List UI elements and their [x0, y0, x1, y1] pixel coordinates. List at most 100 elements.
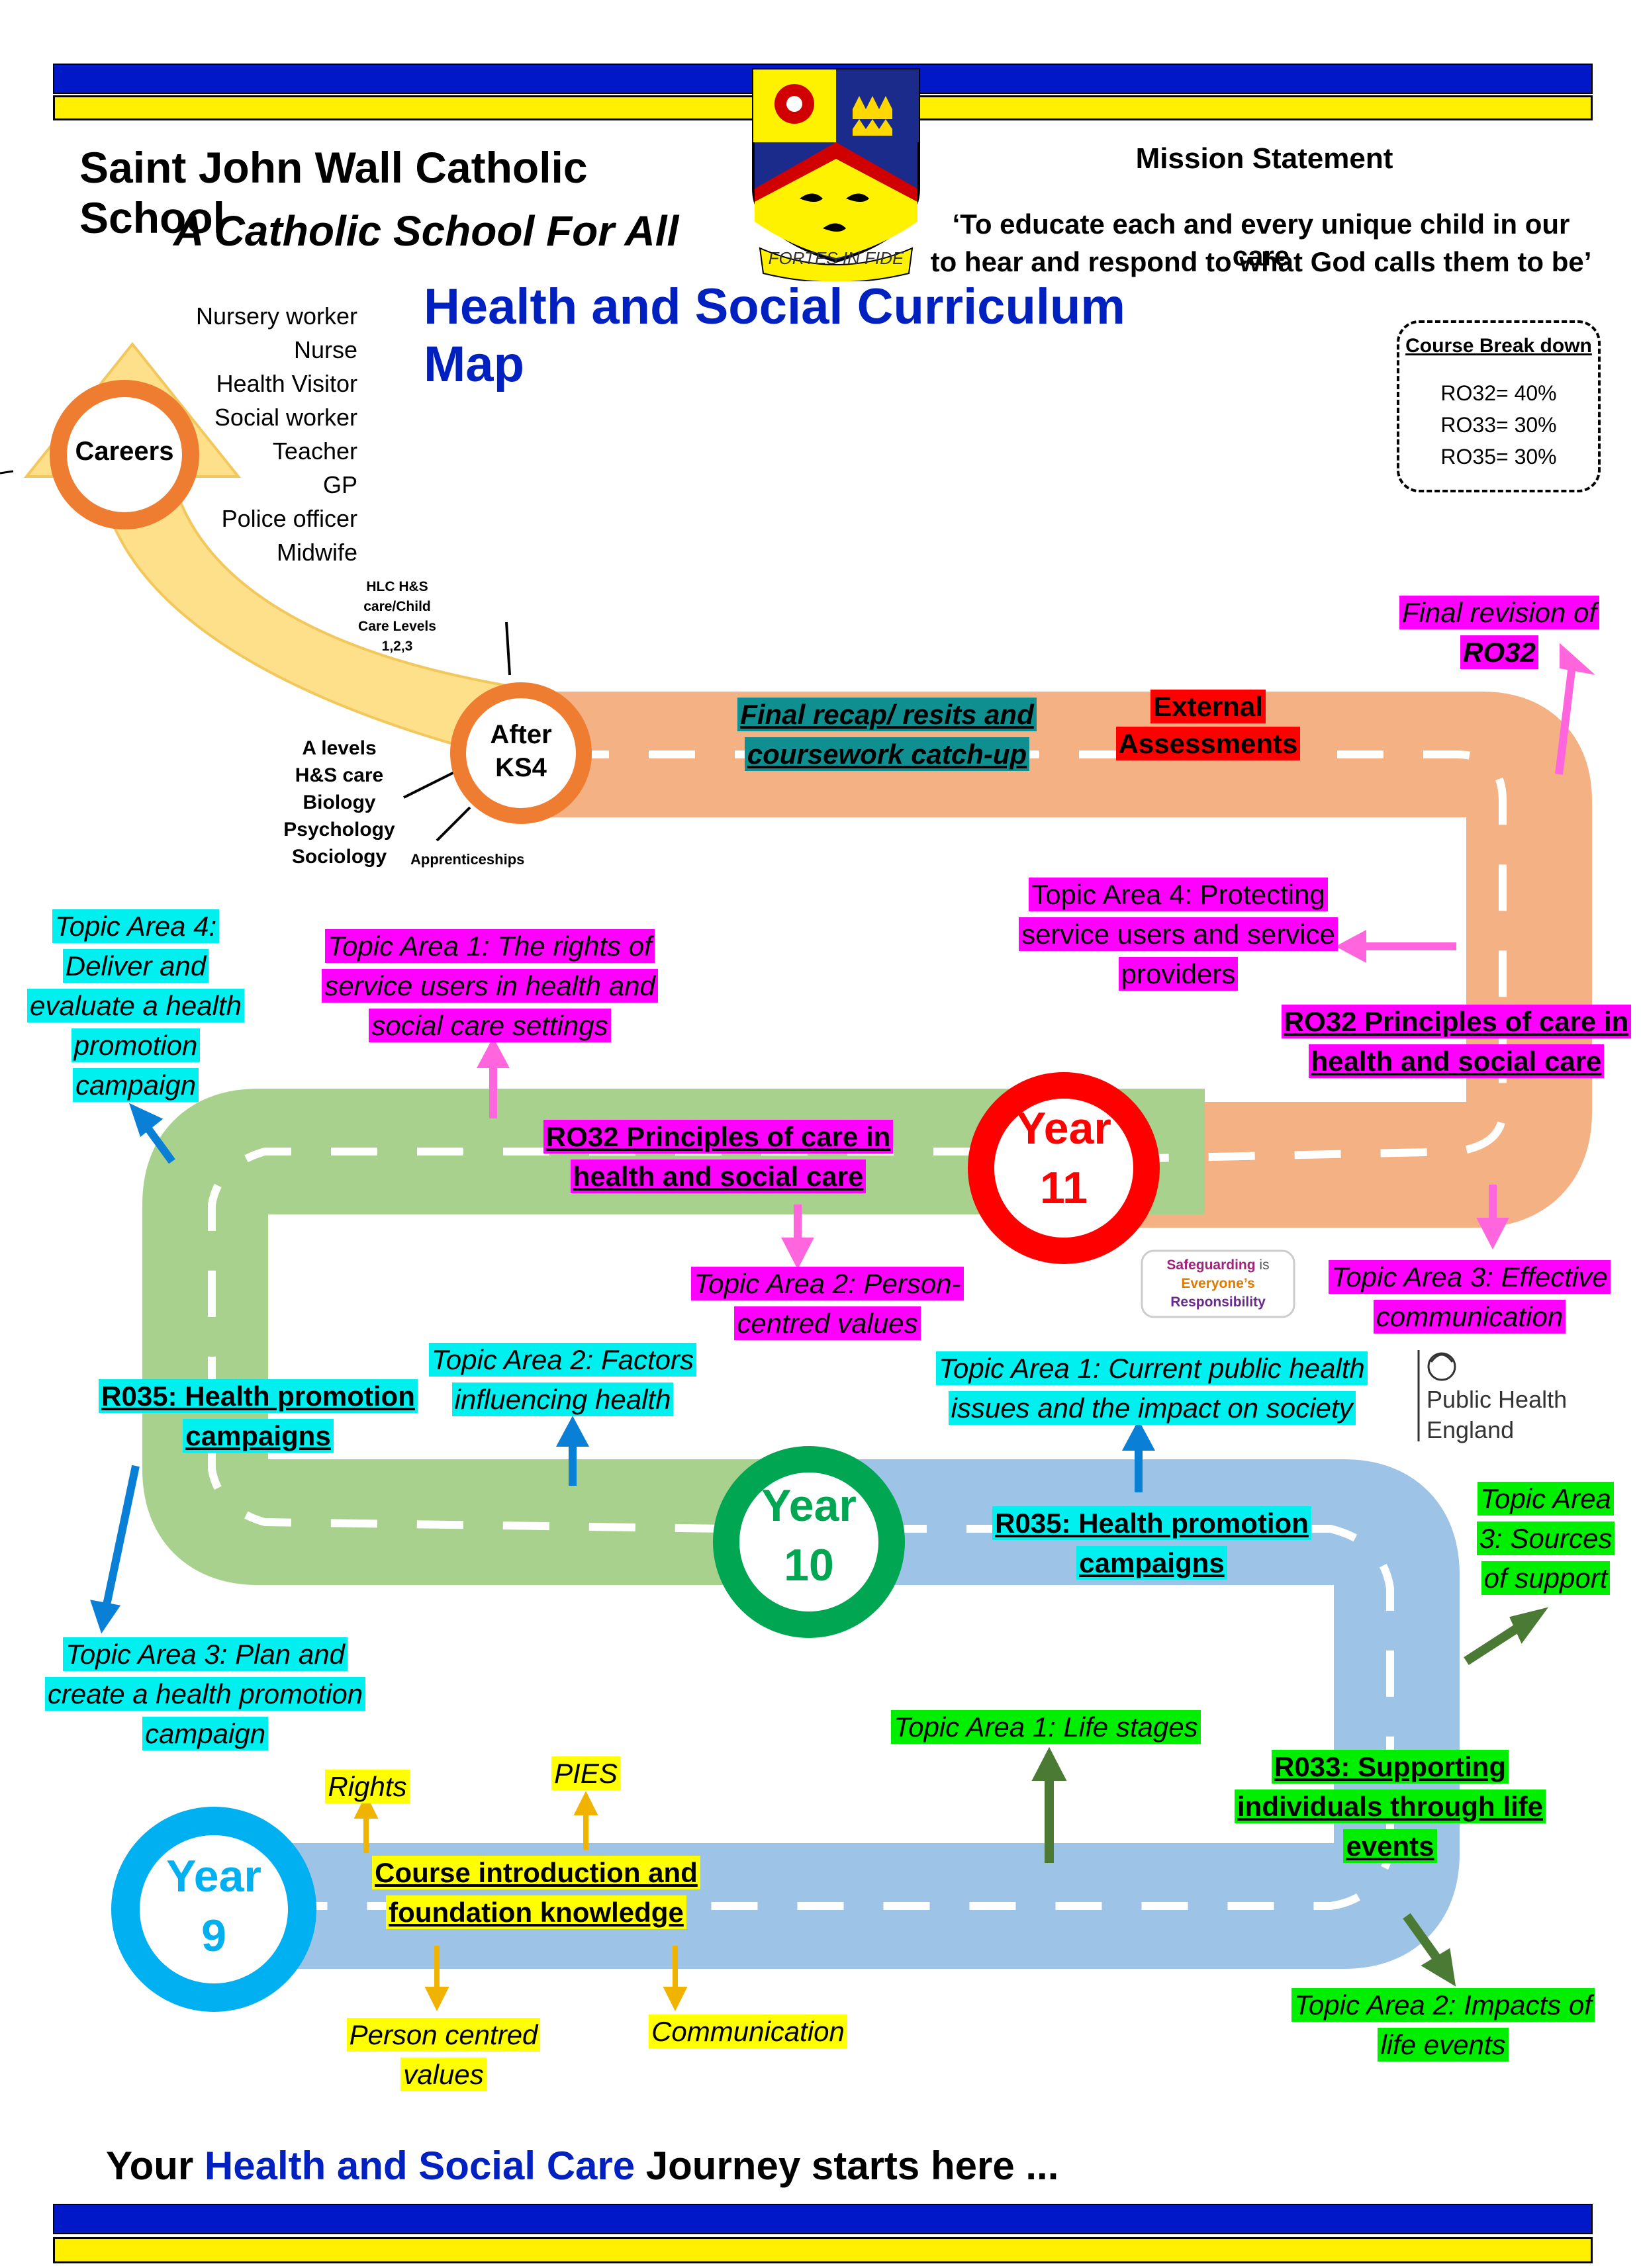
hlc-line-1: HLC H&S: [366, 579, 428, 594]
y11-topic2-line-1: Topic Area 2: Person-: [691, 1267, 964, 1300]
career-2: Nurse: [293, 336, 357, 363]
y11-topic3-line-2: communication: [1373, 1300, 1566, 1334]
career-3: Health Visitor: [216, 370, 357, 397]
r033-line-3: events: [1343, 1829, 1437, 1863]
footer-your: Your: [106, 2144, 205, 2188]
final-revision-line-2: RO32: [1460, 635, 1538, 669]
course-breakdown-title: Course Break down: [1405, 335, 1592, 357]
final-revision-line-1: Final revision of: [1399, 596, 1600, 629]
footer-tagline: Your Health and Social Care Journey star…: [106, 2143, 1099, 2189]
hlc-line-3: Care Levels: [358, 619, 436, 634]
y11-topic1-line-1: Topic Area 1: The rights of: [325, 929, 655, 963]
breakdown-ro32: RO32= 40%: [1440, 381, 1557, 405]
y10-topic4-line-4: promotion: [71, 1028, 201, 1062]
y10-topic1-line-1: Topic Area 1: Current public health: [936, 1351, 1368, 1385]
career-7: Police officer: [221, 505, 357, 532]
ro32-left-line-1: RO32 Principles of care in: [543, 1120, 894, 1154]
external-line-1: External: [1150, 690, 1266, 723]
person-centred-label: Person centred values: [331, 2015, 556, 2095]
r033-topic1-label: Topic Area 1: Life stages: [887, 1707, 1205, 1747]
after-ks4-label: After KS4: [471, 718, 571, 784]
y11-topic1-line-2: service users in health and: [322, 969, 658, 1003]
pies-label: PIES: [536, 1754, 635, 1793]
person-centred-line-2: values: [400, 2058, 487, 2091]
footer-rest: Journey starts here ...: [635, 2144, 1059, 2188]
y11-topic3-label: Topic Area 3: Effective communication: [1311, 1257, 1628, 1337]
blue-road: [278, 1459, 1460, 1969]
after-ks4-circle: [450, 682, 592, 824]
r035-left-line-1: R035: Health promotion: [99, 1379, 418, 1413]
ro32-left-label: RO32 Principles of care in health and so…: [539, 1117, 897, 1197]
y11-topic4-line-1: Topic Area 4: Protecting: [1029, 878, 1328, 911]
bottom-yellow-band: [53, 2237, 1593, 2263]
rights-label: Rights: [318, 1767, 417, 1807]
ro32-right-line-1: RO32 Principles of care in: [1281, 1005, 1632, 1038]
school-crest: [752, 68, 920, 281]
page-title: Health and Social Curriculum Map: [424, 279, 1125, 392]
hlc-line-2: care/Child: [363, 599, 431, 614]
phe-line1: Public Health: [1427, 1386, 1568, 1413]
y10-topic3-line-1: Topic Area 3: Plan and: [63, 1637, 348, 1671]
year10-label: Year 10: [743, 1476, 875, 1595]
y11-topic1-label: Topic Area 1: The rights of service user…: [301, 927, 679, 1046]
y10-topic1-line-2: issues and the impact on society: [948, 1391, 1356, 1425]
y11-topic3-line-1: Topic Area 3: Effective: [1329, 1260, 1611, 1294]
phe-line2: England: [1427, 1416, 1515, 1443]
a-levels-list: A levels H&S care Biology Psychology Soc…: [265, 735, 414, 870]
external-assessments-label: External Assessments: [1086, 688, 1331, 762]
person-centred-line-1: Person centred: [346, 2018, 541, 2052]
final-revision-label: Final revision of RO32: [1377, 593, 1622, 672]
pies-text: PIES: [551, 1756, 620, 1790]
y10-topic4-line-1: Topic Area 4:: [52, 909, 220, 943]
a-level-1: A levels: [302, 737, 377, 759]
after-ks4-line1: After: [490, 720, 552, 749]
year11-label: Year 11: [998, 1099, 1130, 1218]
y10-topic3-line-3: campaign: [142, 1717, 269, 1750]
safeguarding-text: Safeguarding is Everyone’s Responsibilit…: [1142, 1256, 1294, 1312]
y11-topic4-label: Topic Area 4: Protecting service users a…: [993, 875, 1364, 994]
r033-line-1: R033: Supporting: [1271, 1750, 1509, 1784]
crest-motto: FORTES IN FIDE: [768, 248, 904, 268]
recap-line-2: coursework catch-up: [744, 737, 1030, 771]
r033-label: R033: Supporting individuals through lif…: [1218, 1747, 1562, 1866]
career-1: Nursery worker: [195, 302, 357, 330]
careers-label: Careers: [75, 437, 174, 466]
ro32-right-label: RO32 Principles of care in health and so…: [1278, 1002, 1635, 1081]
careers-circle: [50, 380, 199, 529]
y10-topic2-label: Topic Area 2: Factors influencing health: [410, 1340, 715, 1420]
safeguarding-line1: Safeguarding: [1166, 1257, 1256, 1273]
y10-topic1-label: Topic Area 1: Current public health issu…: [914, 1349, 1390, 1428]
y11-topic4-line-2: service users and service: [1019, 917, 1338, 951]
r033-topic3-line-3: of support: [1481, 1561, 1611, 1595]
apprenticeships-label: Apprenticeships: [410, 851, 525, 868]
a-level-4: Psychology: [283, 819, 395, 840]
a-level-2: H&S care: [295, 764, 384, 786]
year10-line1: Year: [761, 1480, 857, 1531]
y10-topic4-line-2: Deliver and: [62, 949, 209, 983]
r033-topic3-line-1: Topic Area: [1477, 1482, 1614, 1516]
y10-topic3-line-2: create a health promotion: [44, 1677, 366, 1711]
year9-line1: Year: [166, 1851, 261, 1901]
green-road: [142, 1089, 1205, 1585]
y10-topic3-label: Topic Area 3: Plan and create a health p…: [26, 1635, 384, 1754]
y10-topic4-line-5: campaign: [72, 1068, 199, 1102]
breakdown-ro33: RO33= 30%: [1440, 413, 1557, 437]
recap-line-1: Final recap/ resits and: [737, 698, 1037, 731]
y10-topic4-label: Topic Area 4: Deliver and evaluate a hea…: [20, 907, 252, 1105]
course-breakdown-box: Course Break down RO32= 40% RO33= 30% RO…: [1397, 320, 1601, 492]
r035-left-line-2: campaigns: [183, 1419, 334, 1453]
y11-topic1-line-3: social care settings: [369, 1009, 611, 1042]
r035-right-label: R035: Health promotion campaigns: [986, 1504, 1317, 1583]
safeguarding-badge: [1141, 1249, 1295, 1318]
course-intro-line-1: Course introduction and: [372, 1856, 700, 1889]
r033-topic2-line-1: Topic Area 2: Impacts of: [1291, 1988, 1595, 2022]
course-intro-label: Course introduction and foundation knowl…: [357, 1853, 715, 1932]
orange-road: [516, 692, 1592, 1228]
school-name: Saint John Wall Catholic School: [79, 143, 588, 242]
r033-topic2-label: Topic Area 2: Impacts of life events: [1278, 1985, 1609, 2065]
safeguarding-is: is: [1259, 1257, 1270, 1273]
r033-topic3-label: Topic Area 3: Sources of support: [1473, 1479, 1618, 1598]
phe-crest-icon: [1417, 1350, 1456, 1441]
rights-text: Rights: [325, 1770, 410, 1803]
